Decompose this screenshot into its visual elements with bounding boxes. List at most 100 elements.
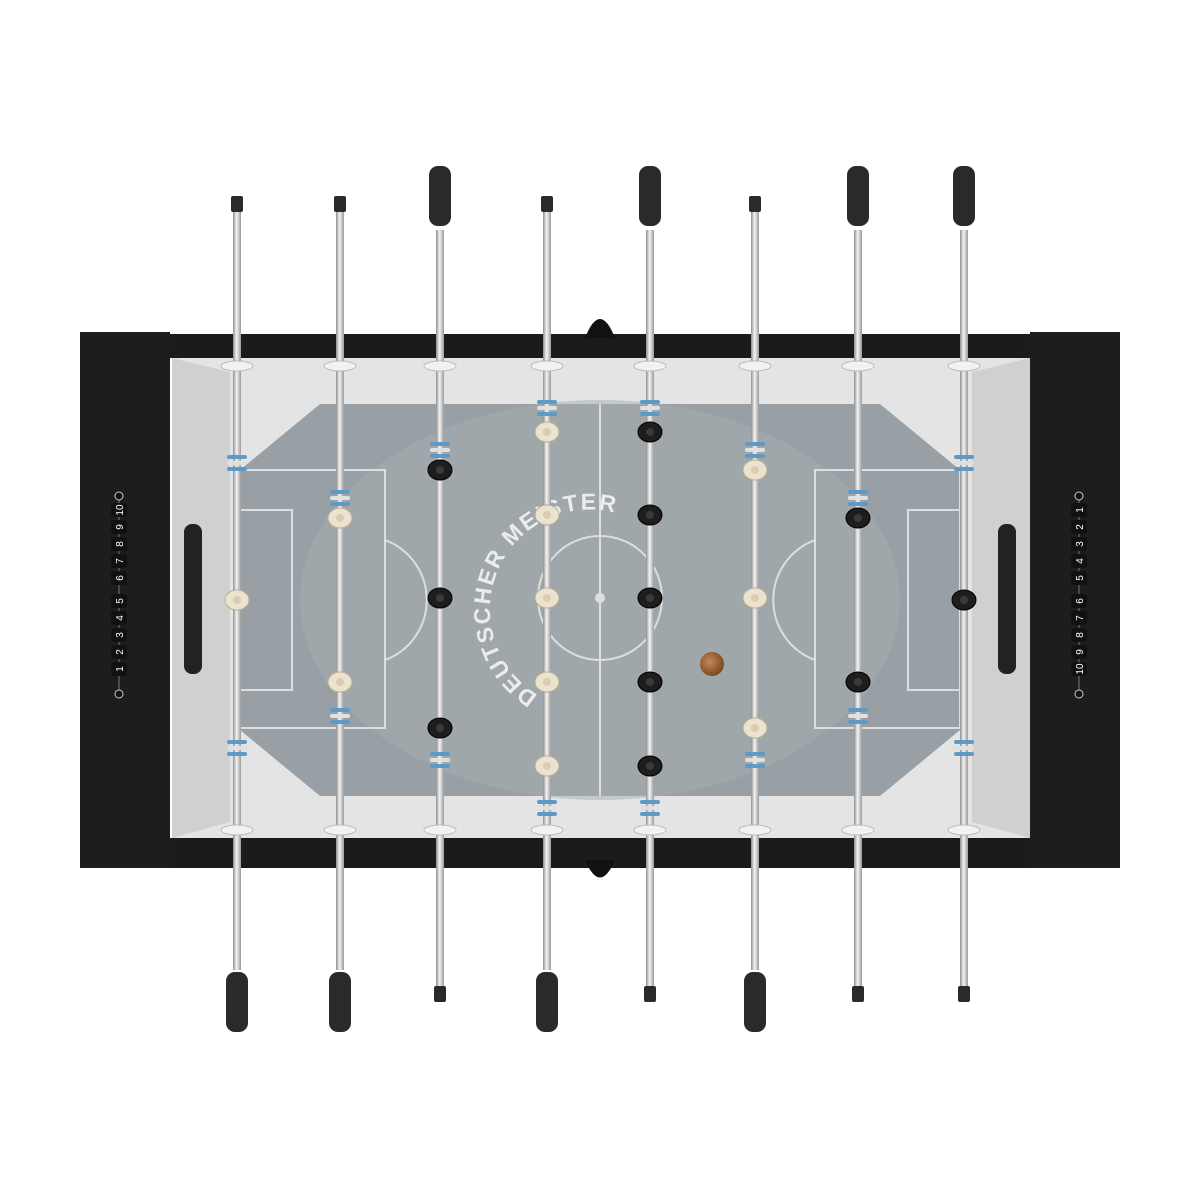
rod-bearing [947, 360, 981, 372]
rod-handle[interactable] [639, 166, 661, 226]
score-bead[interactable] [111, 662, 127, 676]
player-figure[interactable] [224, 589, 250, 611]
score-bead[interactable] [111, 503, 127, 517]
player-head [646, 678, 654, 686]
counter-end-bead [114, 491, 124, 501]
rod-handle[interactable] [744, 972, 766, 1032]
rod-7[interactable] [841, 166, 875, 1002]
rod-bearing [530, 360, 564, 372]
score-bead[interactable] [111, 611, 127, 625]
score-bead-label: 6 [115, 575, 126, 581]
rod-bearing [947, 824, 981, 836]
rod-bumper [745, 454, 765, 458]
rod-bumper [227, 467, 247, 471]
player-figure[interactable] [637, 587, 663, 609]
player-head [543, 511, 551, 519]
rod-bumper [848, 708, 868, 712]
rod-1[interactable] [220, 196, 254, 1032]
score-bead[interactable] [1071, 554, 1087, 568]
rod-5[interactable] [633, 166, 667, 1002]
rod-bearing [530, 824, 564, 836]
rod-handle[interactable] [847, 166, 869, 226]
score-bead[interactable] [1071, 537, 1087, 551]
rod-bearing [738, 360, 772, 372]
rod-shaft[interactable] [854, 230, 862, 992]
rod-bumper [640, 406, 660, 410]
player-figure[interactable] [534, 504, 560, 526]
rod-shaft[interactable] [646, 230, 654, 992]
rod-handle[interactable] [226, 972, 248, 1032]
rod-handle[interactable] [329, 972, 351, 1032]
score-bead[interactable] [111, 628, 127, 642]
player-figure[interactable] [534, 755, 560, 777]
player-figure[interactable] [534, 587, 560, 609]
rod-handle[interactable] [953, 166, 975, 226]
player-figure[interactable] [427, 717, 453, 739]
score-bead[interactable] [1071, 594, 1087, 608]
rod-bumper [227, 455, 247, 459]
score-bead[interactable] [111, 554, 127, 568]
rod-bumper [954, 746, 974, 750]
score-bead[interactable] [111, 537, 127, 551]
player-figure[interactable] [637, 504, 663, 526]
score-bead-label: 3 [1075, 541, 1086, 547]
rod-bumper [848, 490, 868, 494]
rod-bumper [227, 740, 247, 744]
ball[interactable] [700, 652, 724, 676]
rod-bumper [227, 752, 247, 756]
rod-bumper [330, 496, 350, 500]
player-figure[interactable] [742, 587, 768, 609]
rod-bumper [954, 740, 974, 744]
score-bead[interactable] [111, 520, 127, 534]
score-bead[interactable] [1071, 503, 1087, 517]
playing-box: DEUTSCHER MEISTER [172, 358, 1030, 838]
score-bead-label: 1 [1075, 507, 1086, 513]
rod-shaft[interactable] [233, 205, 241, 970]
score-bead[interactable] [1071, 571, 1087, 585]
rod-4[interactable] [530, 196, 564, 1032]
rod-2[interactable] [323, 196, 357, 1032]
player-head [646, 428, 654, 436]
score-bead[interactable] [111, 571, 127, 585]
player-figure[interactable] [427, 587, 453, 609]
player-figure[interactable] [742, 717, 768, 739]
score-bead[interactable] [1071, 662, 1087, 676]
score-bead[interactable] [111, 594, 127, 608]
rod-handle[interactable] [429, 166, 451, 226]
player-figure[interactable] [742, 459, 768, 481]
rod-shaft[interactable] [336, 205, 344, 970]
score-bead-label: 2 [115, 649, 126, 655]
player-figure[interactable] [534, 671, 560, 693]
rod-6[interactable] [738, 196, 772, 1032]
player-figure[interactable] [427, 459, 453, 481]
rod-bumper [430, 454, 450, 458]
score-bead[interactable] [111, 645, 127, 659]
rod-bumper [227, 746, 247, 750]
player-figure[interactable] [637, 671, 663, 693]
player-figure[interactable] [534, 421, 560, 443]
score-bead[interactable] [1071, 645, 1087, 659]
rod-shaft[interactable] [960, 230, 968, 992]
rod-end-cap [749, 196, 761, 212]
rod-handle[interactable] [536, 972, 558, 1032]
rod-bumper [640, 812, 660, 816]
player-figure[interactable] [327, 671, 353, 693]
center-spot [595, 593, 605, 603]
rod-bumper [537, 800, 557, 804]
player-figure[interactable] [951, 589, 977, 611]
player-figure[interactable] [637, 755, 663, 777]
player-figure[interactable] [845, 507, 871, 529]
score-bead[interactable] [1071, 628, 1087, 642]
score-bead[interactable] [1071, 611, 1087, 625]
player-figure[interactable] [327, 507, 353, 529]
rod-shaft[interactable] [436, 230, 444, 992]
score-bead[interactable] [1071, 520, 1087, 534]
player-figure[interactable] [637, 421, 663, 443]
rod-3[interactable] [423, 166, 457, 1002]
rod-8[interactable] [947, 166, 981, 1002]
score-bead-label: 7 [1075, 615, 1086, 621]
score-bead-label: 8 [115, 541, 126, 547]
player-figure[interactable] [845, 671, 871, 693]
